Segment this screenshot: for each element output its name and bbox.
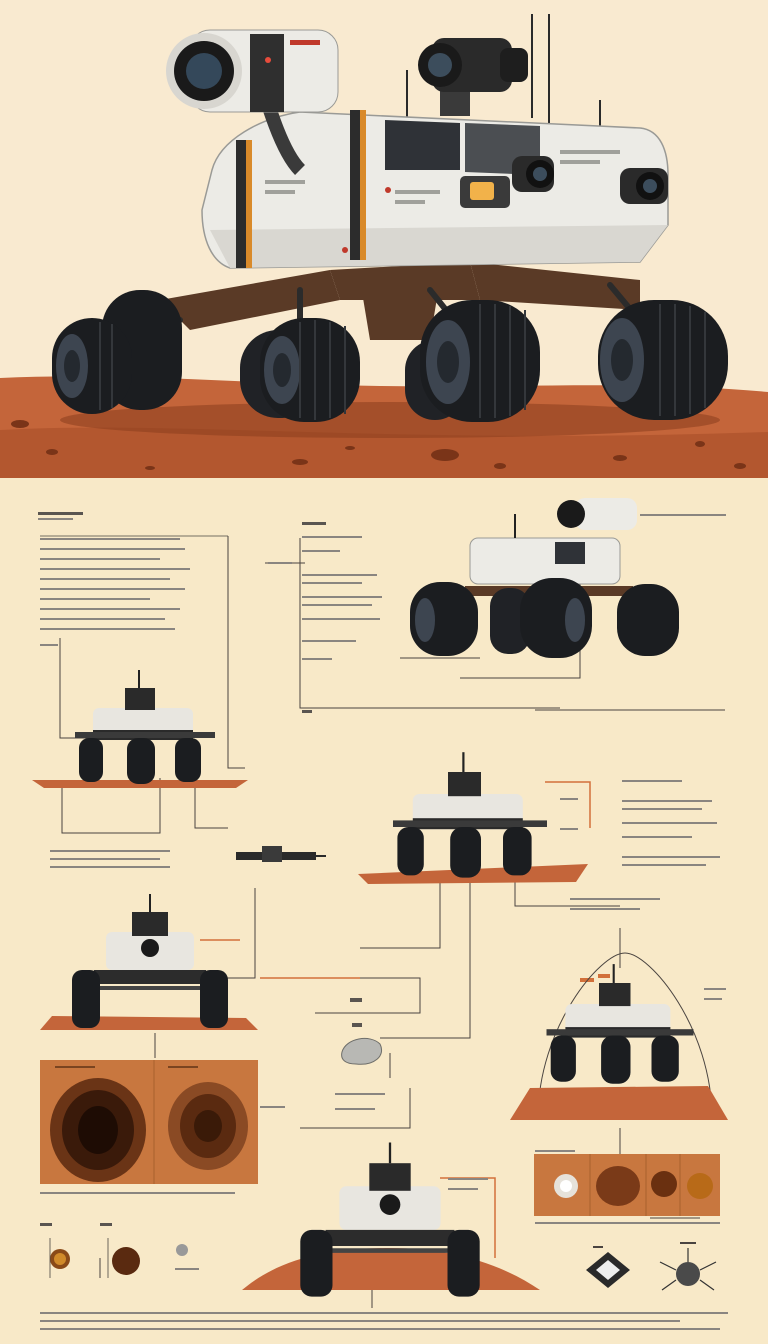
rover-diagram-left [32, 669, 248, 788]
grain-icon-orange [687, 1173, 713, 1199]
crater-icon [50, 1078, 146, 1182]
crater-panel [40, 1060, 258, 1184]
satellite-icon [659, 1242, 717, 1291]
top-camera [418, 38, 528, 116]
rover-diagram-upper-right [410, 498, 679, 658]
rover-body [201, 110, 669, 269]
rock-core-icon [596, 1166, 640, 1206]
grain-icon-dark [651, 1171, 677, 1197]
rover-diagram-center [358, 751, 588, 884]
text-block-right [560, 780, 720, 910]
wheels [52, 290, 728, 422]
rover-shadow [60, 402, 720, 438]
rover-hero [0, 0, 768, 478]
text-block-top-left [38, 512, 228, 646]
chip-icon [586, 1246, 630, 1288]
rover-diagram-bottom [242, 1143, 540, 1297]
wheel-front-left [52, 318, 132, 414]
tire-treads [99, 304, 706, 420]
mars-ground-shade [0, 427, 768, 478]
sample-icons-left [49, 1238, 188, 1278]
suspension-frame [160, 262, 640, 340]
drill-arm-icon [236, 846, 326, 862]
text-block-top-center [268, 514, 726, 713]
rover-diagram-dome [510, 952, 728, 1120]
pebbles [11, 420, 746, 470]
technical-sheet [32, 498, 728, 1330]
side-cameras [512, 156, 668, 204]
grain-icon [554, 1174, 578, 1198]
main-camera [166, 29, 339, 175]
wheel-front-right [598, 300, 728, 420]
crater-icon-2 [168, 1082, 248, 1170]
rover-diagram-front-left [40, 892, 258, 1030]
rock-sample-icon [341, 1037, 382, 1065]
footer-text [40, 1312, 728, 1330]
sample-panel [534, 1154, 720, 1216]
text-block-mid-left [50, 850, 170, 868]
